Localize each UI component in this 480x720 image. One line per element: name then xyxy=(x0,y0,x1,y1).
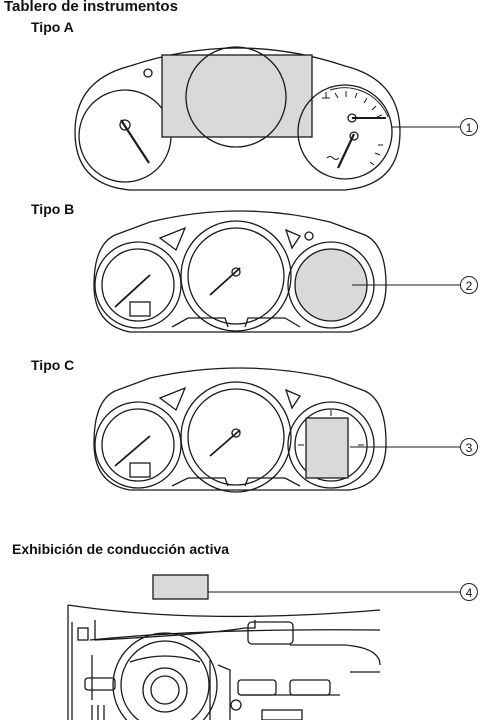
callout-4: 4 xyxy=(460,583,478,601)
type-a-label: Tipo A xyxy=(31,19,74,35)
type-c-label: Tipo C xyxy=(31,357,75,373)
cluster-type-c xyxy=(93,367,460,493)
cluster-type-b xyxy=(93,210,460,333)
dashboard-illustration xyxy=(67,574,460,720)
callout-1: 1 xyxy=(460,118,478,136)
callout-3: 3 xyxy=(460,438,478,456)
cluster-type-a xyxy=(74,46,460,191)
type-b-label: Tipo B xyxy=(31,201,75,217)
multi-information-display xyxy=(161,54,313,138)
callout-2: 2 xyxy=(460,276,478,294)
active-driving-display xyxy=(152,574,209,600)
page-title: Tablero de instrumentos xyxy=(4,0,178,15)
active-driving-display-title: Exhibición de conducción activa xyxy=(12,541,230,557)
